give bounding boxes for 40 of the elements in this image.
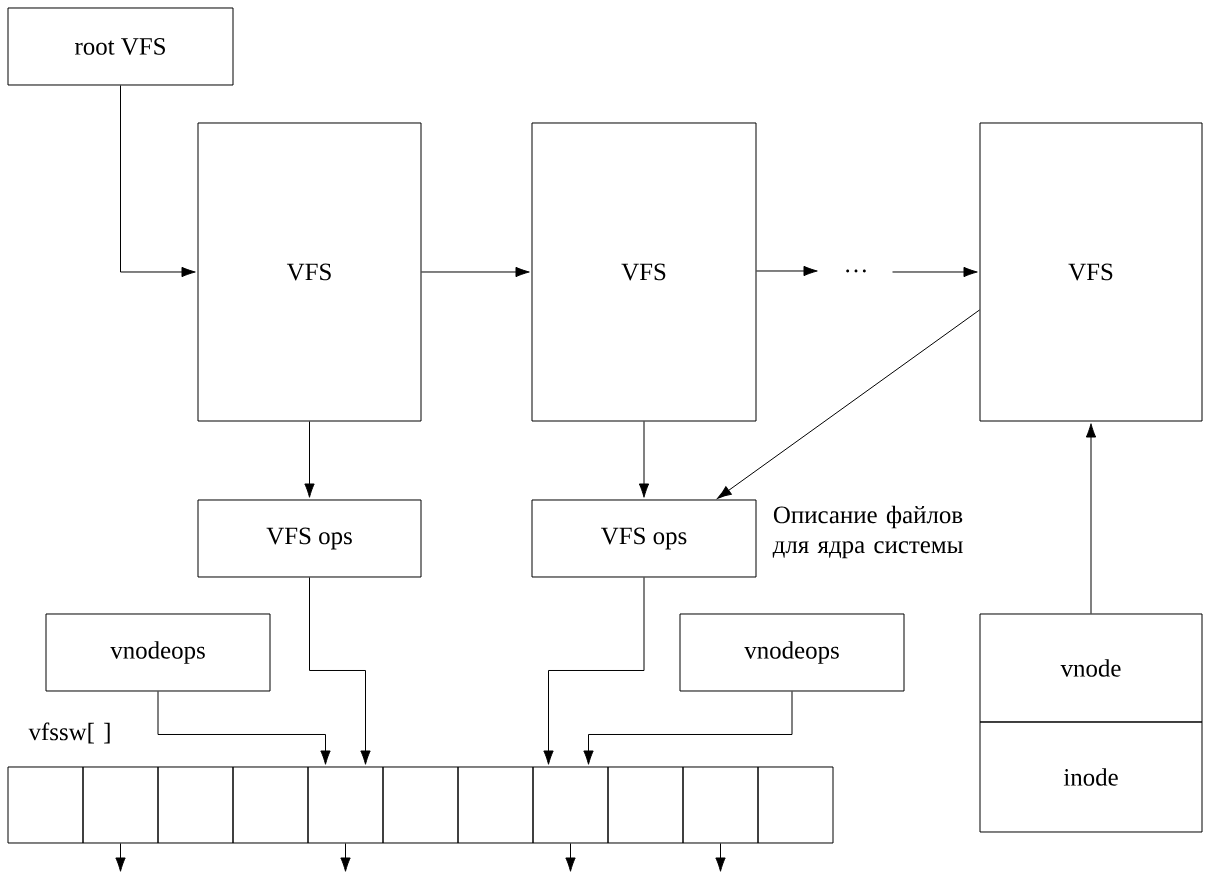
box: VFS bbox=[197, 122, 422, 422]
ellipsis-text: … bbox=[846, 269, 866, 273]
array-cell bbox=[382, 766, 459, 844]
arrow bbox=[157, 691, 331, 765]
arrow bbox=[892, 266, 978, 278]
array-cell bbox=[82, 766, 159, 844]
arrow bbox=[565, 843, 576, 872]
box: vnodeops bbox=[45, 613, 271, 692]
box: VFS bbox=[531, 122, 757, 422]
box: inode bbox=[979, 721, 1203, 833]
array-cell bbox=[307, 766, 384, 844]
arrow bbox=[543, 577, 645, 765]
box: root VFS bbox=[7, 7, 234, 86]
box: VFS ops bbox=[197, 499, 422, 578]
array-cell bbox=[607, 766, 684, 844]
arrow bbox=[1085, 423, 1097, 614]
arrow bbox=[715, 843, 726, 872]
arrow bbox=[583, 691, 793, 765]
arrow bbox=[717, 486, 732, 499]
box: vnodeops bbox=[679, 613, 905, 692]
arrow bbox=[304, 421, 315, 498]
box: VFS bbox=[979, 122, 1203, 422]
array-cell bbox=[7, 766, 84, 844]
array-cell bbox=[532, 766, 609, 844]
box: VFS ops bbox=[531, 499, 757, 578]
arrow bbox=[115, 843, 126, 872]
label: Описание файлов для ядра системы bbox=[772, 505, 963, 559]
array-cell bbox=[157, 766, 234, 844]
arrow bbox=[638, 421, 650, 498]
arrow bbox=[340, 843, 351, 872]
arrow bbox=[120, 85, 196, 278]
box: vnode bbox=[979, 613, 1203, 723]
arrow bbox=[309, 577, 371, 765]
array-cell bbox=[682, 766, 759, 844]
array-cell bbox=[457, 766, 534, 844]
arrow bbox=[756, 265, 818, 277]
array-cell bbox=[757, 766, 834, 844]
array-cell bbox=[232, 766, 309, 844]
label: vfssw[ ] bbox=[28, 722, 110, 744]
arrow bbox=[421, 266, 530, 278]
